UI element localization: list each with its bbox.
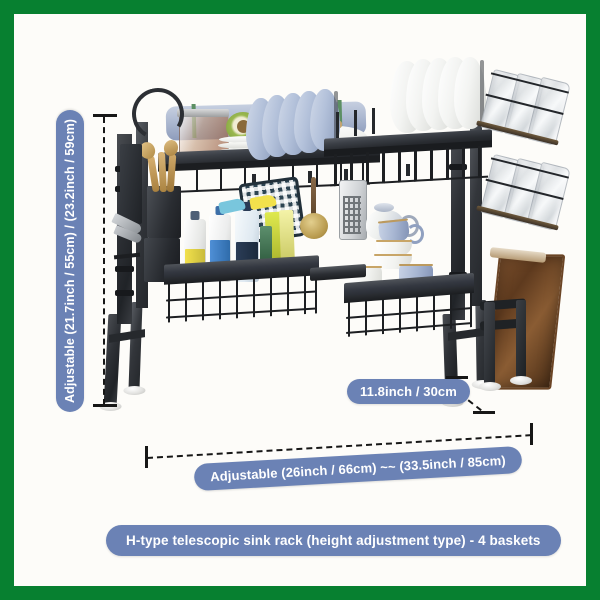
glass-rack-upper bbox=[476, 65, 576, 150]
depth-cap-top bbox=[446, 376, 468, 379]
basket-wires bbox=[166, 274, 317, 323]
bowl-white bbox=[376, 240, 412, 256]
height-adjust-notch bbox=[115, 266, 134, 272]
plate-white bbox=[454, 57, 486, 129]
product-title-label: H-type telescopic sink rack (height adju… bbox=[106, 525, 561, 556]
grater-holes bbox=[343, 196, 361, 234]
plate-divider bbox=[336, 112, 339, 138]
leg-foot bbox=[122, 386, 146, 395]
width-cap-right bbox=[530, 423, 533, 445]
width-cap-left bbox=[145, 446, 148, 468]
board-holder-post bbox=[478, 302, 501, 391]
hook bbox=[406, 164, 410, 176]
mug-handle bbox=[406, 224, 424, 244]
storage-basket-right bbox=[344, 272, 474, 337]
plate-divider bbox=[354, 110, 357, 136]
hook bbox=[252, 174, 256, 186]
height-adjust-notch bbox=[449, 164, 467, 170]
leg-foot bbox=[478, 382, 501, 391]
plate-divider bbox=[372, 108, 375, 134]
height-label: Adjustable (21.7inch / 55cm) / (23.2inch… bbox=[56, 110, 84, 412]
storage-basket-left bbox=[164, 255, 319, 323]
board-holder-post bbox=[510, 300, 532, 385]
hook bbox=[308, 171, 312, 183]
scrub-brush-handle bbox=[311, 177, 316, 217]
hook bbox=[344, 169, 348, 181]
product-photo-canvas: Adjustable (21.7inch / 55cm) / (23.2inch… bbox=[14, 14, 586, 586]
teapot-lid bbox=[374, 203, 394, 212]
height-cap-top bbox=[93, 114, 117, 117]
height-dimension-line bbox=[103, 117, 105, 405]
glass-rack-lower bbox=[476, 150, 576, 235]
depth-cap-bottom bbox=[473, 411, 495, 414]
scrub-brush-head bbox=[300, 213, 328, 239]
leg-front-left bbox=[98, 314, 122, 411]
height-cap-bottom bbox=[93, 404, 117, 407]
height-adjust-notch bbox=[115, 290, 134, 296]
depth-label: 11.8inch / 30cm bbox=[347, 379, 470, 404]
jar-lid bbox=[177, 109, 229, 117]
utensil-caddy bbox=[147, 186, 181, 238]
leg-foot bbox=[510, 376, 532, 385]
knife-holder bbox=[120, 144, 142, 224]
scourer bbox=[260, 226, 272, 264]
